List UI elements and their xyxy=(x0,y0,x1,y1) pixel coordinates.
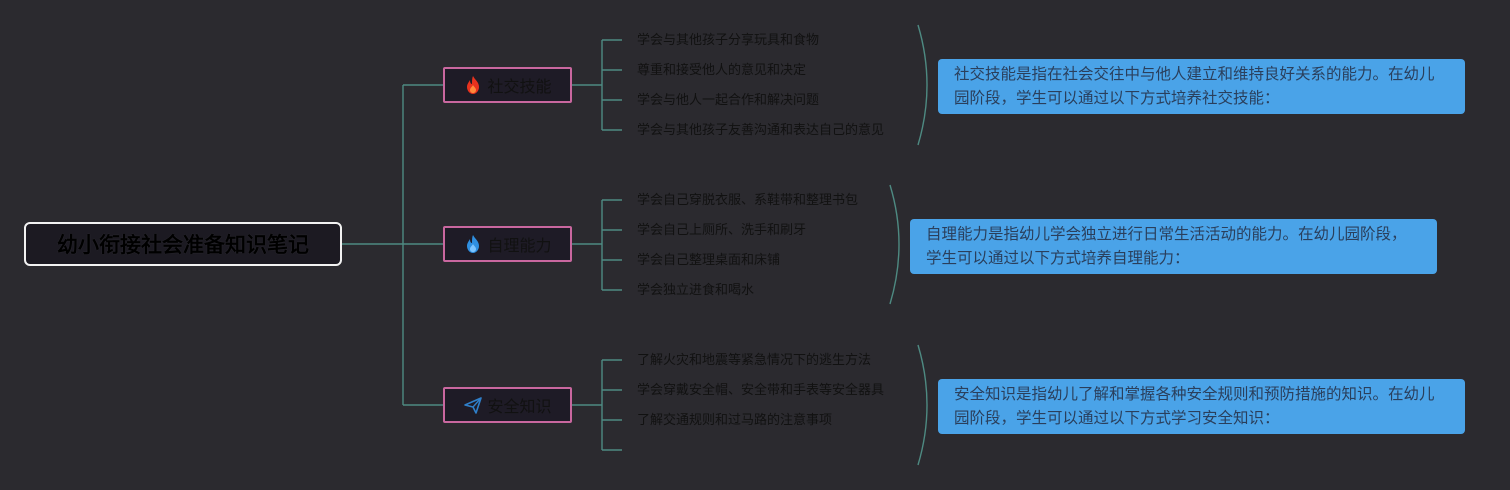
fire-red-icon xyxy=(463,75,483,95)
branch-self-care[interactable]: 自理能力 xyxy=(443,226,572,262)
leaf-item[interactable]: 学会自己整理桌面和床铺 xyxy=(637,253,781,268)
note-line: 园阶段，学生可以通过以下方式学习安全知识： xyxy=(954,409,1280,427)
leaf-item[interactable]: 学会自己穿脱衣服、系鞋带和整理书包 xyxy=(637,193,859,208)
summary-note-safety[interactable]: 安全知识是指幼儿了解和掌握各种安全规则和预防措施的知识。在幼儿 园阶段，学生可以… xyxy=(938,379,1465,434)
summary-brace-1 xyxy=(917,24,928,146)
fire-blue-icon xyxy=(463,234,483,254)
paper-plane-icon xyxy=(463,395,483,415)
branch-label: 自理能力 xyxy=(487,236,552,255)
root-title: 幼小衔接社会准备知识笔记 xyxy=(57,233,309,257)
summary-brace-3 xyxy=(917,344,928,466)
note-line: 安全知识是指幼儿了解和掌握各种安全规则和预防措施的知识。在幼儿 xyxy=(954,385,1435,403)
note-line: 学生可以通过以下方式培养自理能力： xyxy=(926,249,1190,267)
root-topic[interactable]: 幼小衔接社会准备知识笔记 xyxy=(24,222,342,266)
leaf-item[interactable]: 学会与他人一起合作和解决问题 xyxy=(637,93,820,108)
note-line: 园阶段，学生可以通过以下方式培养社交技能： xyxy=(954,89,1280,107)
leaf-item[interactable]: 了解火灾和地震等紧急情况下的逃生方法 xyxy=(637,353,872,368)
leaf-item[interactable]: 学会穿戴安全帽、安全带和手表等安全器具 xyxy=(637,383,885,398)
branch-safety-knowledge[interactable]: 安全知识 xyxy=(443,387,572,423)
summary-note-self-care[interactable]: 自理能力是指幼儿学会独立进行日常生活活动的能力。在幼儿园阶段， 学生可以通过以下… xyxy=(910,219,1437,274)
note-line: 社交技能是指在社会交往中与他人建立和维持良好关系的能力。在幼儿 xyxy=(954,65,1435,83)
leaf-item[interactable]: 学会与其他孩子友善沟通和表达自己的意见 xyxy=(637,123,885,138)
branch-label: 安全知识 xyxy=(487,397,552,416)
summary-brace-2 xyxy=(889,184,900,305)
summary-note-social[interactable]: 社交技能是指在社会交往中与他人建立和维持良好关系的能力。在幼儿 园阶段，学生可以… xyxy=(938,59,1465,114)
note-line: 自理能力是指幼儿学会独立进行日常生活活动的能力。在幼儿园阶段， xyxy=(926,225,1407,243)
leaf-item[interactable]: 学会独立进食和喝水 xyxy=(637,283,755,298)
branch-social-skills[interactable]: 社交技能 xyxy=(443,67,572,103)
leaf-item[interactable]: 了解交通规则和过马路的注意事项 xyxy=(637,413,833,428)
leaf-item[interactable]: 学会与其他孩子分享玩具和食物 xyxy=(637,33,820,48)
branch-label: 社交技能 xyxy=(487,77,552,96)
leaf-item[interactable]: 学会自己上厕所、洗手和刷牙 xyxy=(637,223,807,238)
leaf-item[interactable]: 尊重和接受他人的意见和决定 xyxy=(637,63,807,78)
